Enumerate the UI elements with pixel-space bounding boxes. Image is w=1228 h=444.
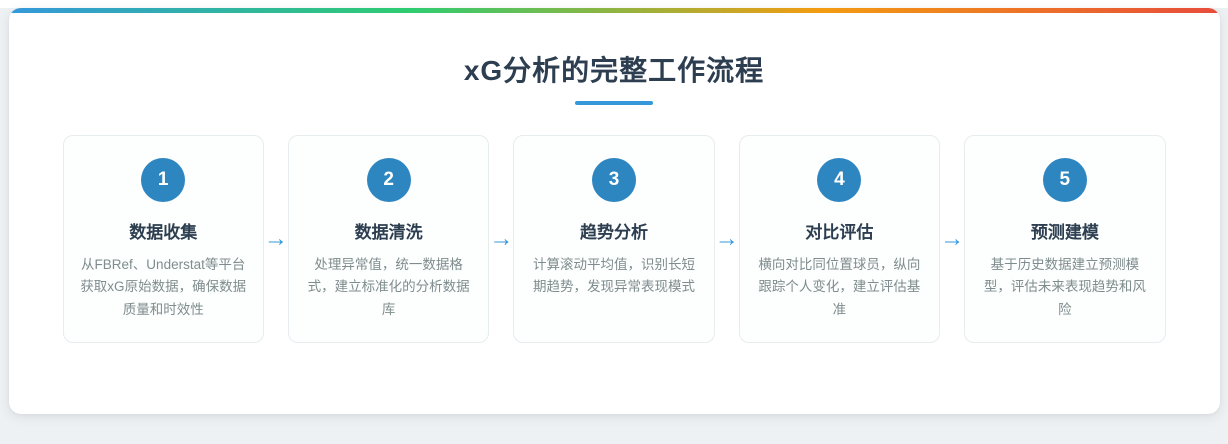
page-title: xG分析的完整工作流程 xyxy=(463,55,765,86)
step-title: 数据清洗 xyxy=(354,223,423,242)
step-number-badge: 4 xyxy=(817,158,862,202)
gradient-bar xyxy=(8,8,1220,13)
step-description: 基于历史数据建立预测模型，评估未来表现趋势和风险 xyxy=(983,257,1146,317)
step-number-badge: 2 xyxy=(366,158,411,202)
step-description: 计算滚动平均值，识别长短期趋势，发现异常表现模式 xyxy=(533,257,696,295)
step-card: 3 趋势分析 计算滚动平均值，识别长短期趋势，发现异常表现模式 xyxy=(513,135,715,343)
step-title: 预测建模 xyxy=(1030,223,1099,242)
step-description: 从FBRef、Understat等平台获取xG原始数据，确保数据质量和时效性 xyxy=(80,257,247,317)
arrow-right-icon: → xyxy=(489,225,514,252)
step-title: 对比评估 xyxy=(805,223,874,242)
workflow-steps: 1 数据收集 从FBRef、Understat等平台获取xG原始数据，确保数据质… xyxy=(9,135,1220,343)
step-number-badge: 3 xyxy=(592,158,637,202)
step-card: 4 对比评估 横向对比同位置球员，纵向跟踪个人变化，建立评估基准 xyxy=(738,135,941,343)
step-title: 数据收集 xyxy=(129,223,198,242)
workflow-panel: xG分析的完整工作流程 1 数据收集 从FBRef、Understat等平台获取… xyxy=(8,8,1220,414)
step-card: 5 预测建模 基于历史数据建立预测模型，评估未来表现趋势和风险 xyxy=(964,135,1166,343)
step-title: 趋势分析 xyxy=(580,223,649,242)
title-underline xyxy=(575,101,653,105)
arrow-right-icon: → xyxy=(714,225,739,252)
step-description: 处理异常值，统一数据格式，建立标准化的分析数据库 xyxy=(307,257,470,317)
arrow-right-icon: → xyxy=(263,225,288,252)
step-description: 横向对比同位置球员，纵向跟踪个人变化，建立评估基准 xyxy=(758,257,921,317)
page-background: xG分析的完整工作流程 1 数据收集 从FBRef、Understat等平台获取… xyxy=(0,8,1228,444)
arrow-right-icon: → xyxy=(940,225,965,252)
step-number-badge: 5 xyxy=(1042,158,1087,202)
step-card: 2 数据清洗 处理异常值，统一数据格式，建立标准化的分析数据库 xyxy=(287,135,490,343)
step-card: 1 数据收集 从FBRef、Understat等平台获取xG原始数据，确保数据质… xyxy=(62,135,264,343)
step-number-badge: 1 xyxy=(141,158,186,202)
